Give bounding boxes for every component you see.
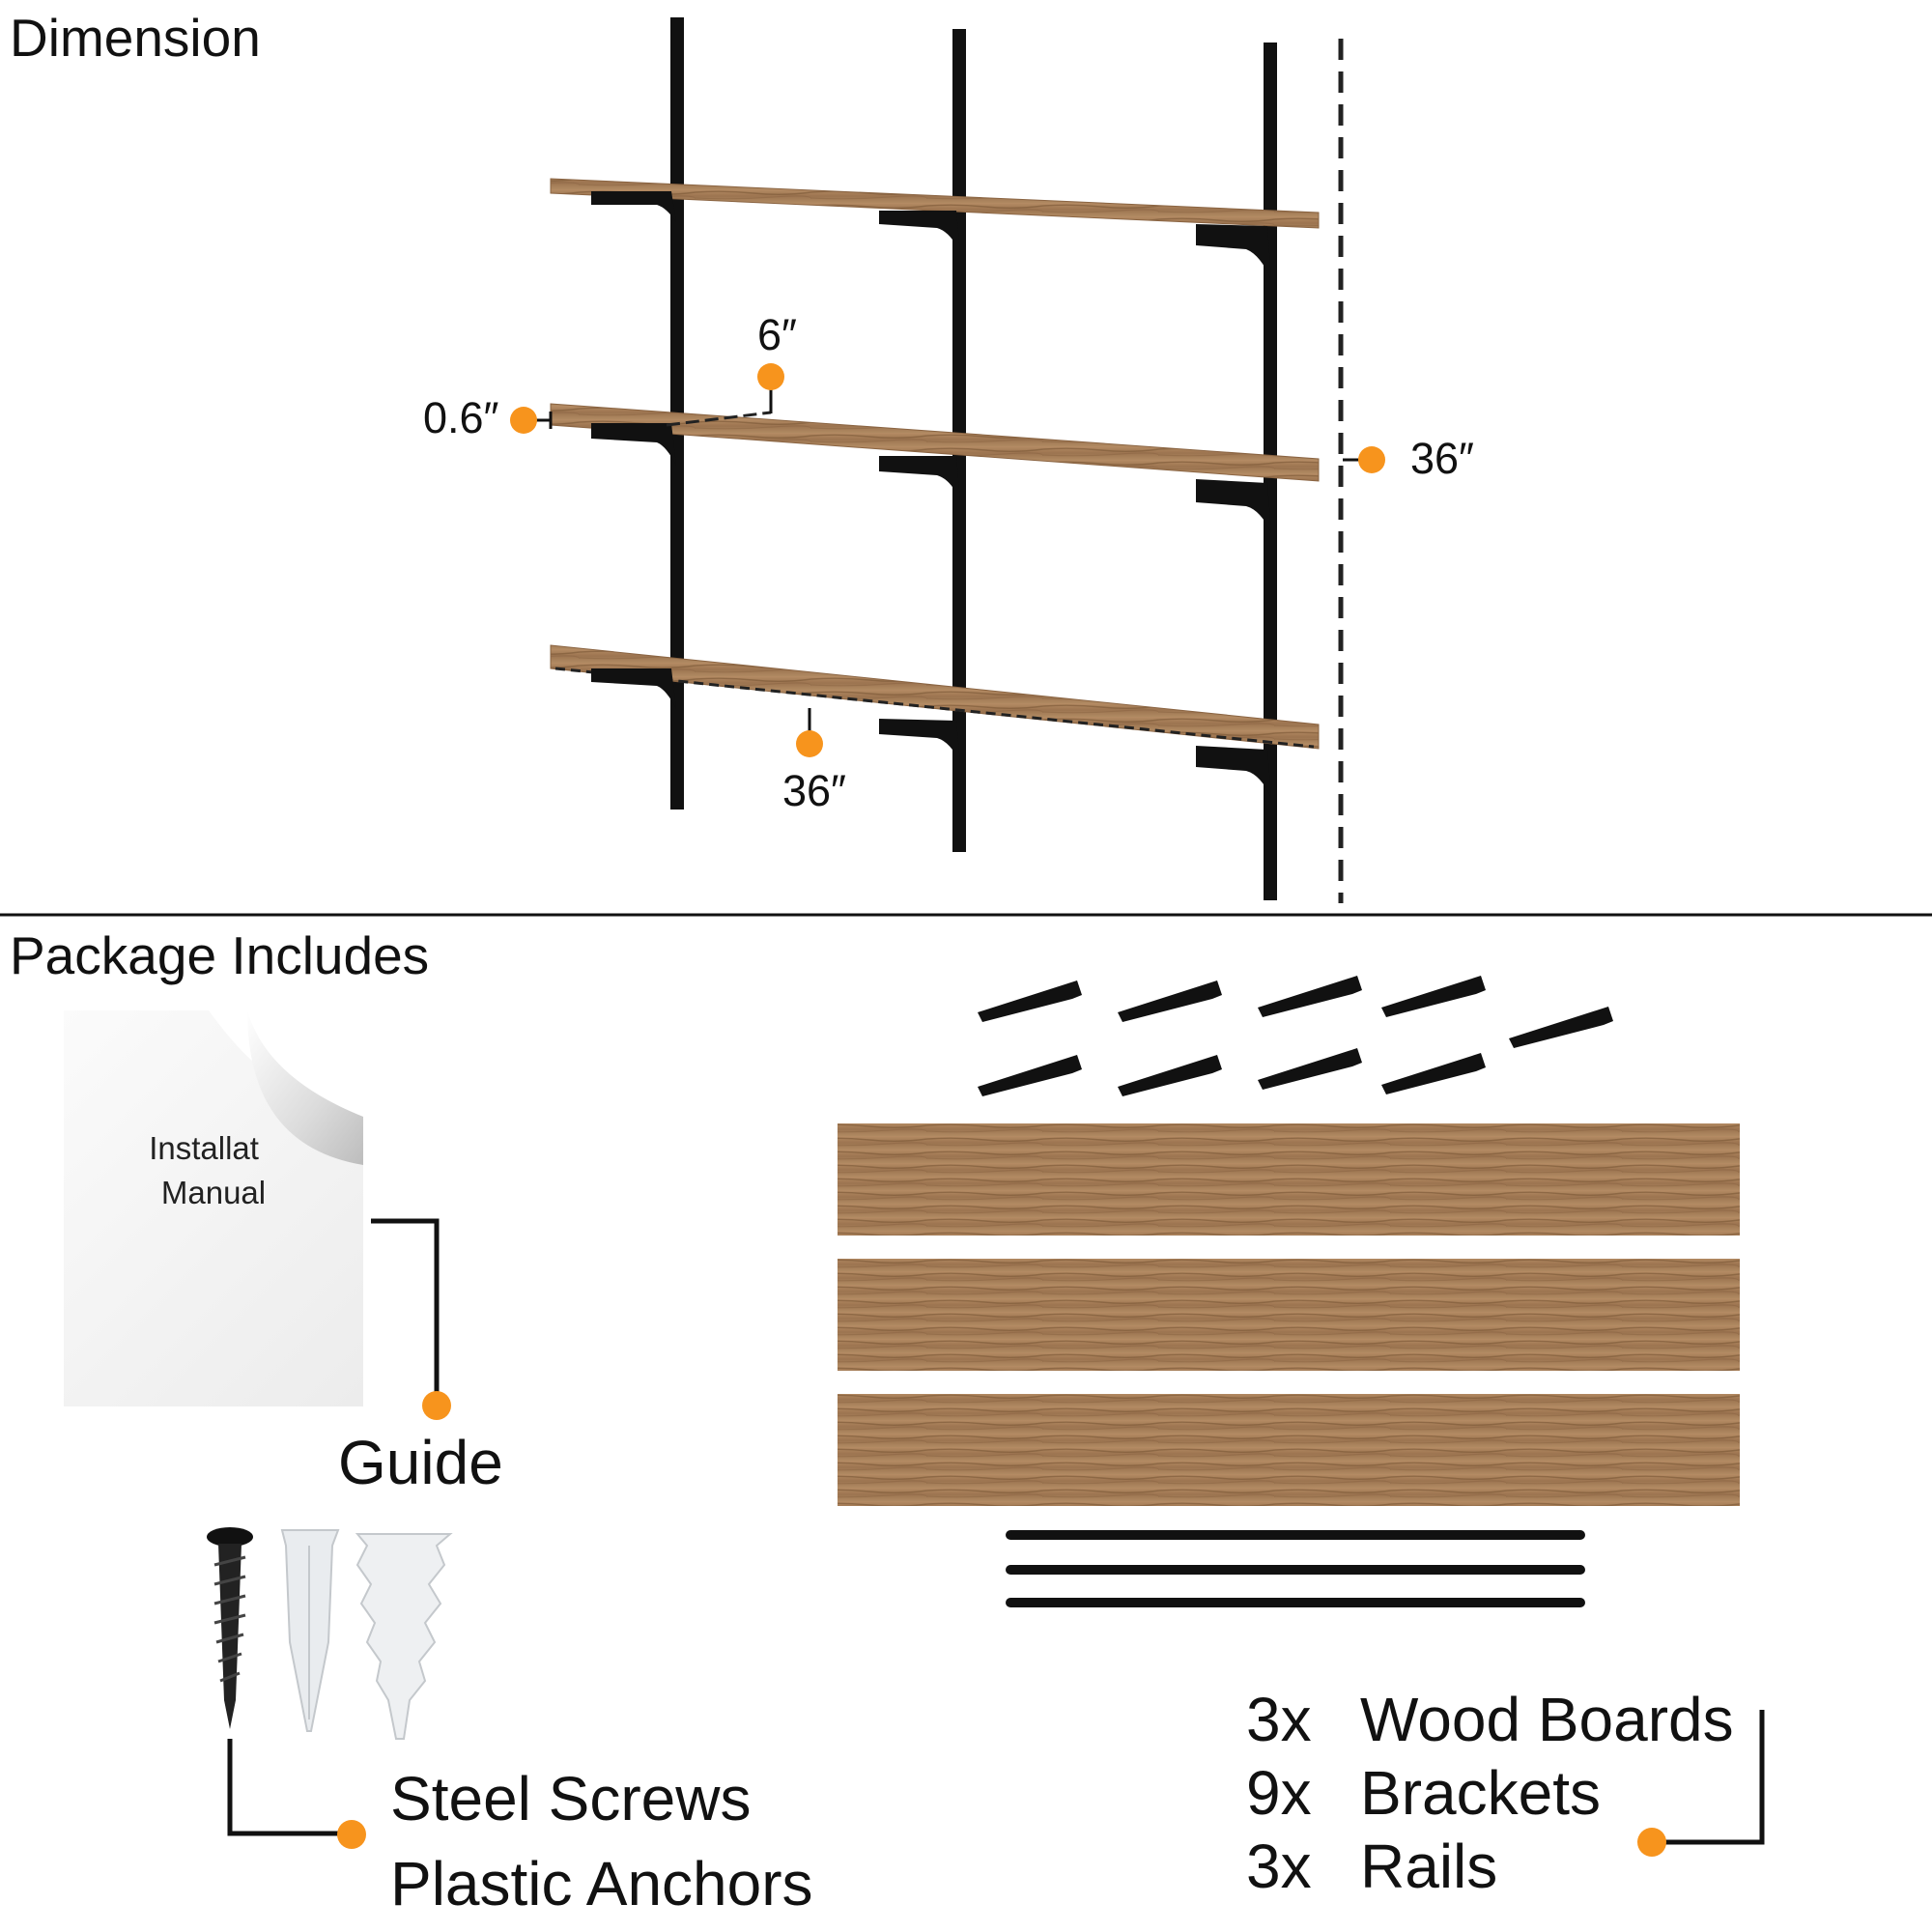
contents-item-2: Brackets — [1360, 1758, 1601, 1828]
depth-label: 6″ — [757, 310, 797, 359]
length-guide-line — [554, 667, 1315, 749]
contents-qty-3: 3x — [1246, 1832, 1312, 1901]
loose-brackets — [978, 976, 1613, 1096]
dot-hardware — [337, 1820, 366, 1849]
dot-contents — [1637, 1828, 1666, 1857]
contents-qty-1: 3x — [1246, 1685, 1312, 1754]
dot-length — [796, 730, 823, 757]
installation-manual: Installat Manual — [64, 1010, 363, 1406]
wood-board — [838, 1394, 1740, 1506]
wood-boards — [838, 1123, 1740, 1506]
dot-guide — [422, 1391, 451, 1420]
package-heading: Package Includes — [10, 925, 430, 985]
wood-board — [838, 1123, 1740, 1236]
anchors-label: Plastic Anchors — [390, 1849, 813, 1918]
thickness-label: 0.6″ — [423, 393, 499, 442]
manual-title: Installat Manual — [64, 1126, 363, 1215]
guide-label: Guide — [338, 1428, 503, 1497]
wood-board — [838, 1259, 1740, 1371]
dot-depth — [757, 363, 784, 390]
shelf-bottom — [550, 644, 1320, 750]
dimension-callouts — [510, 363, 1385, 757]
dot-height — [1358, 446, 1385, 473]
loose-rails — [1006, 1530, 1585, 1607]
contents-qty-2: 9x — [1246, 1758, 1312, 1828]
dimension-heading: Dimension — [10, 8, 261, 68]
shelf-brackets — [591, 191, 1271, 798]
contents-item-3: Rails — [1360, 1832, 1498, 1901]
height-label: 36″ — [1410, 434, 1474, 483]
shelf-top — [550, 178, 1320, 229]
length-label: 36″ — [782, 766, 846, 815]
contents-item-1: Wood Boards — [1360, 1685, 1734, 1754]
dot-thickness — [510, 407, 537, 434]
manual-title-line1: Installat — [149, 1130, 278, 1166]
plastic-anchor-icon — [280, 1529, 340, 1732]
shelf-unit-diagram — [550, 17, 1344, 903]
package-callouts — [227, 1218, 1765, 1845]
screws-label: Steel Screws — [390, 1764, 752, 1833]
hardware — [207, 1527, 453, 1740]
drywall-anchor-icon — [355, 1533, 453, 1740]
screw-icon — [207, 1527, 253, 1729]
page-curl-icon — [209, 1010, 363, 1165]
manual-title-line2: Manual — [160, 1175, 267, 1210]
depth-guide-line — [666, 411, 772, 427]
